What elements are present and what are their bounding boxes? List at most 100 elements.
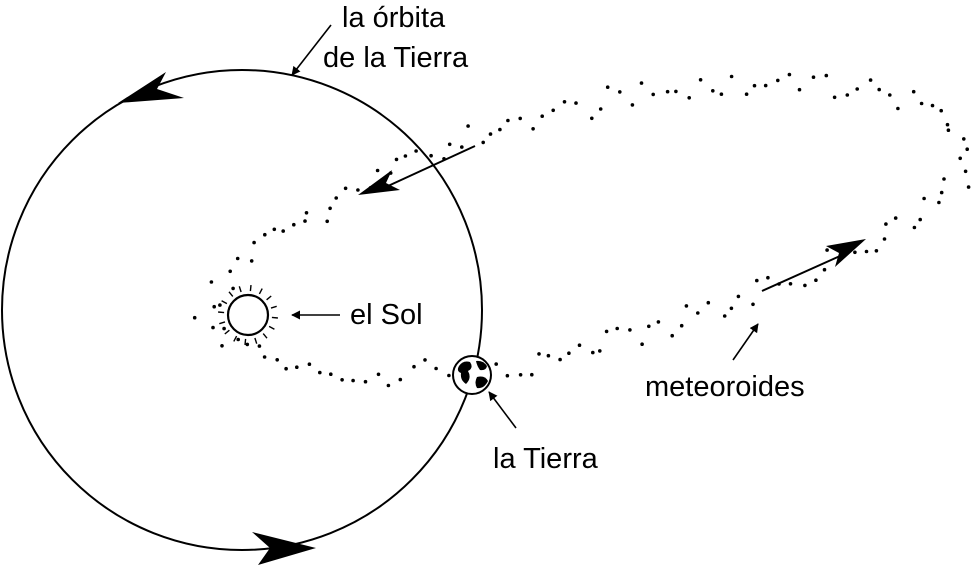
meteoroid-dot — [304, 211, 309, 215]
meteoroid-dot — [752, 83, 757, 88]
meteoroid-dot — [498, 127, 502, 132]
meteoroid-dot — [766, 275, 770, 280]
meteoroid-dot — [275, 358, 280, 362]
meteoroid-dot — [763, 83, 768, 88]
meteoroid-dot — [537, 352, 541, 356]
meteoroid-dot — [639, 81, 644, 85]
meteoroid-dot — [328, 206, 332, 211]
meteoroid-dot — [922, 196, 926, 201]
meteoroid-dot — [670, 333, 674, 338]
earth-orbit-circle — [1, 69, 483, 551]
meteoroid-dot — [434, 366, 438, 371]
meteoroid-dot — [776, 78, 780, 83]
meteoroid-dot — [630, 103, 635, 107]
meteoroid-dot — [598, 349, 602, 353]
meteoroid-dot — [192, 315, 197, 320]
meteoroids-label-pointer — [732, 323, 759, 361]
meteoroid-dot — [257, 344, 262, 348]
sun-label: el Sol — [350, 299, 423, 331]
meteoroid-dot — [211, 325, 215, 330]
meteoroid-dot — [591, 350, 595, 355]
meteoroid-dot — [853, 250, 857, 255]
meteoroid-dot — [518, 116, 522, 121]
meteoroid-dot — [788, 282, 793, 286]
meteoroid-dot — [447, 142, 452, 147]
meteoroid-dot — [281, 229, 286, 233]
meteoroid-dot — [711, 89, 715, 93]
meteoroid-dot — [787, 72, 792, 77]
orbit-label-line2: de la Tierra — [323, 42, 469, 74]
meteoroid-dot — [874, 249, 879, 253]
meteoroid-dot — [481, 140, 486, 145]
meteoroid-dot — [674, 89, 678, 94]
meteoroid-dot — [220, 344, 224, 348]
meteoroid-dot — [965, 147, 969, 151]
meteoroid-dot — [966, 185, 971, 189]
meteoroid-dot — [343, 186, 348, 191]
meteoroid-dot — [334, 196, 339, 200]
meteoroid-dot — [832, 95, 837, 100]
meteoroid-dot — [252, 240, 256, 245]
meteoroid-dot — [307, 362, 312, 367]
meteoroid-dot — [640, 342, 644, 347]
meteoroid-dot — [797, 87, 802, 92]
meteoroid-dot — [540, 114, 544, 118]
meteoroid-dot — [546, 353, 551, 358]
meteoroid-dot — [506, 118, 510, 123]
meteoroid-dot — [647, 324, 651, 329]
meteoroid-dot — [722, 314, 727, 318]
meteoroid-dot — [868, 78, 873, 82]
meteoroid-dot — [946, 128, 951, 132]
meteoroid-dot — [429, 153, 433, 158]
meteoroid-dot — [562, 100, 567, 104]
meteoroid-dot — [598, 107, 603, 111]
meteoroid-dot — [423, 358, 427, 362]
meteoroid-dot — [687, 96, 691, 100]
meteoroid-dot — [590, 116, 594, 121]
meteoroid-dot — [272, 227, 277, 232]
earth-label-pointer — [488, 391, 517, 429]
meteoroid-dot — [318, 370, 322, 375]
meteoroid-dot — [893, 216, 898, 220]
meteoroid-dot — [505, 373, 510, 378]
meteoroid-dot — [679, 323, 684, 328]
meteoroid-dot — [303, 219, 307, 223]
meteoroid-dot — [864, 249, 869, 254]
meteoroid-dot — [618, 90, 622, 94]
meteoroid-dot — [937, 200, 941, 205]
meteoroid-dot — [919, 101, 924, 106]
meteoroid-dot — [412, 364, 416, 369]
meteoroid-dot — [363, 379, 368, 384]
meteoroid-dot — [744, 92, 749, 96]
meteoroid-dot — [574, 101, 578, 105]
meteoroid-dot — [351, 378, 355, 383]
meteoroid-dot — [845, 93, 850, 97]
meteoroid-dot — [729, 306, 734, 311]
meteoroid-dot — [263, 232, 267, 237]
meteoroid-dot — [911, 89, 916, 94]
orbit-direction-arrow-bottom — [252, 532, 316, 565]
meteoroid-dot — [218, 303, 222, 307]
meteoroid-dot — [803, 283, 807, 288]
meteoroid-dot — [386, 383, 391, 388]
meteoroid-dot — [822, 267, 827, 272]
meteoroid-dot — [340, 378, 344, 382]
meteoroid-dot — [249, 259, 254, 263]
stream-arrow-lower — [761, 239, 866, 292]
meteoroid-dot — [460, 145, 464, 149]
meteoroid-dot — [236, 337, 240, 342]
meteoroid-dot — [394, 157, 399, 162]
meteoroid-dot — [488, 132, 493, 136]
meteoroid-dot — [824, 73, 829, 78]
meteoroid-dot — [209, 280, 214, 284]
meteoroid-dot — [376, 372, 381, 377]
meteoroid-stream — [192, 72, 971, 388]
meteoroid-dot — [939, 108, 943, 113]
meteoroid-dot — [231, 286, 235, 291]
meteoroid-dot — [325, 219, 330, 224]
meteoroid-dot — [945, 122, 950, 127]
orbit-direction-arrow-top — [118, 72, 184, 103]
meteoroid-dot — [447, 373, 451, 378]
meteoroid-dot — [466, 124, 470, 128]
meteoroid-dot — [918, 217, 922, 222]
